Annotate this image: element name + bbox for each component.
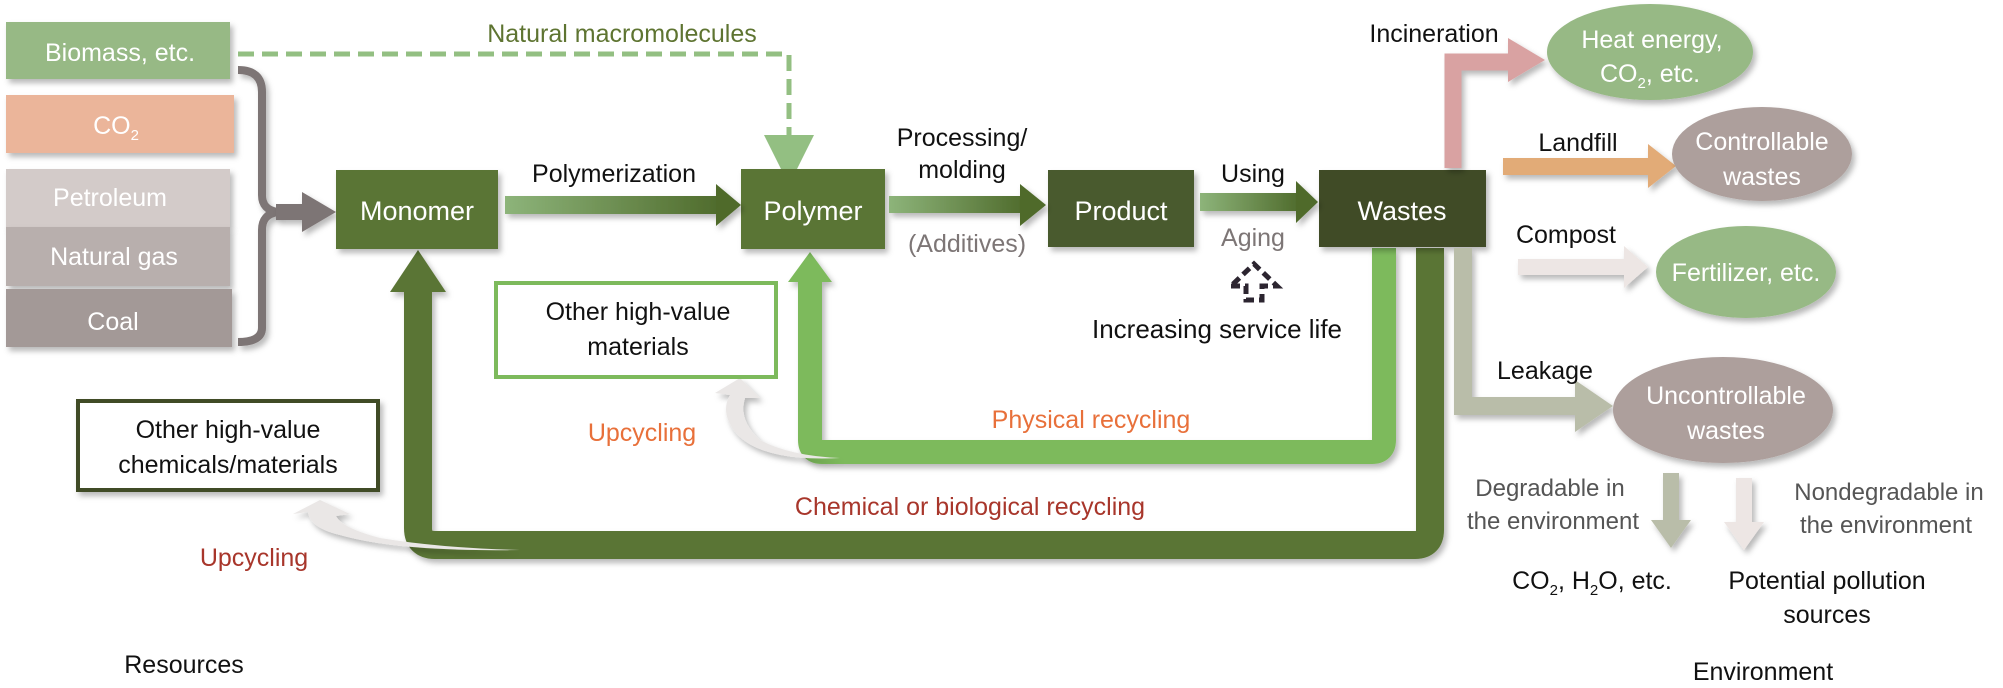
node-product: Product	[1048, 170, 1194, 247]
processing-arrow	[889, 184, 1046, 226]
natural-macromolecules-dashed-arrow	[238, 51, 814, 185]
controllable-line1: Controllable	[1695, 128, 1828, 156]
node-monomer-label: Monomer	[360, 196, 474, 226]
processing-label-line1: Processing/	[897, 124, 1028, 152]
uncontrollable-wastes-ellipse: Uncontrollable wastes	[1613, 357, 1833, 463]
natural-macromolecules-label: Natural macromolecules	[487, 20, 757, 48]
resource-co2: CO2	[6, 95, 234, 153]
degradable-line1: Degradable in	[1475, 475, 1624, 502]
polymerization-label: Polymerization	[532, 160, 696, 188]
nondegradable-line2: the environment	[1800, 512, 1972, 539]
leakage-label: Leakage	[1497, 357, 1593, 385]
compost-label: Compost	[1516, 221, 1616, 249]
processing-label-line2: molding	[918, 156, 1006, 184]
resource-to-monomer-arrow	[276, 192, 336, 232]
other-chemicals-line2: chemicals/materials	[118, 451, 338, 479]
leakage-arrow	[1454, 248, 1613, 432]
other-materials-line2: materials	[587, 333, 688, 361]
polymerization-arrow	[505, 184, 741, 226]
incineration-label: Incineration	[1369, 20, 1498, 48]
nondegradable-arrow	[1724, 478, 1764, 550]
chemical-recycling-loop	[390, 248, 1444, 559]
nondegradable-line1: Nondegradable in	[1794, 479, 1983, 506]
upcycling-physical-label: Upcycling	[588, 419, 696, 447]
fertilizer-label: Fertilizer, etc.	[1672, 259, 1821, 287]
additives-label: (Additives)	[908, 230, 1026, 258]
resources-section-label: Resources	[124, 651, 244, 679]
node-polymer: Polymer	[741, 169, 885, 249]
heat-energy-line1: Heat energy,	[1581, 26, 1722, 54]
heat-energy-ellipse: Heat energy, CO2, etc.	[1547, 4, 1753, 100]
uncontrollable-line2: wastes	[1686, 417, 1765, 445]
resource-co2-label: CO2	[93, 112, 139, 144]
degradable-arrow	[1651, 473, 1691, 548]
resource-petroleum-label: Petroleum	[53, 184, 167, 212]
physical-recycling-loop	[788, 248, 1396, 464]
controllable-wastes-ellipse: Controllable wastes	[1672, 107, 1852, 201]
degradable-line2: the environment	[1467, 508, 1639, 535]
uncontrollable-line1: Uncontrollable	[1646, 382, 1806, 410]
resource-coal: Coal	[6, 289, 232, 347]
heat-energy-line2: CO2, etc.	[1600, 60, 1700, 92]
node-wastes-label: Wastes	[1357, 196, 1446, 226]
resource-natural-gas-label: Natural gas	[50, 243, 178, 271]
physical-recycling-label: Physical recycling	[992, 406, 1191, 434]
chemical-recycling-label: Chemical or biological recycling	[795, 493, 1145, 521]
landfill-label: Landfill	[1538, 129, 1617, 157]
resource-biomass-label: Biomass, etc.	[45, 39, 195, 67]
environment-section-label: Environment	[1693, 658, 1833, 686]
other-chemicals-line1: Other high-value	[136, 416, 321, 444]
upcycling-chemical-label: Upcycling	[200, 544, 308, 572]
nondegradable-result-line2: sources	[1783, 601, 1871, 629]
resource-natural-gas: Natural gas	[6, 227, 230, 286]
incineration-arrow	[1444, 38, 1545, 168]
compost-arrow	[1518, 246, 1648, 288]
upcycling-arrow-chemical	[293, 500, 520, 551]
other-high-value-materials-box: Other high-value materials	[494, 281, 778, 379]
using-label: Using	[1221, 160, 1285, 188]
node-monomer: Monomer	[336, 170, 498, 249]
increasing-service-life-label: Increasing service life	[1092, 314, 1342, 344]
landfill-arrow	[1503, 144, 1676, 188]
aging-label: Aging	[1221, 224, 1285, 252]
node-product-label: Product	[1074, 196, 1168, 226]
nondegradable-result-line1: Potential pollution	[1728, 567, 1925, 595]
node-polymer-label: Polymer	[763, 196, 862, 226]
resource-coal-label: Coal	[87, 308, 138, 336]
using-arrow	[1200, 181, 1318, 223]
node-wastes: Wastes	[1319, 170, 1486, 247]
upcycling-arrow-physical	[715, 378, 840, 459]
resource-bracket	[237, 66, 279, 346]
resource-biomass: Biomass, etc.	[6, 22, 230, 79]
other-high-value-chemicals-box: Other high-value chemicals/materials	[76, 399, 380, 492]
fertilizer-ellipse: Fertilizer, etc.	[1656, 226, 1836, 318]
resource-petroleum: Petroleum	[6, 169, 230, 227]
controllable-line2: wastes	[1722, 163, 1801, 191]
degradable-result: CO2, H2O, etc.	[1512, 567, 1672, 599]
other-materials-line1: Other high-value	[546, 298, 731, 326]
dashed-up-arrow-icon	[1224, 260, 1284, 303]
